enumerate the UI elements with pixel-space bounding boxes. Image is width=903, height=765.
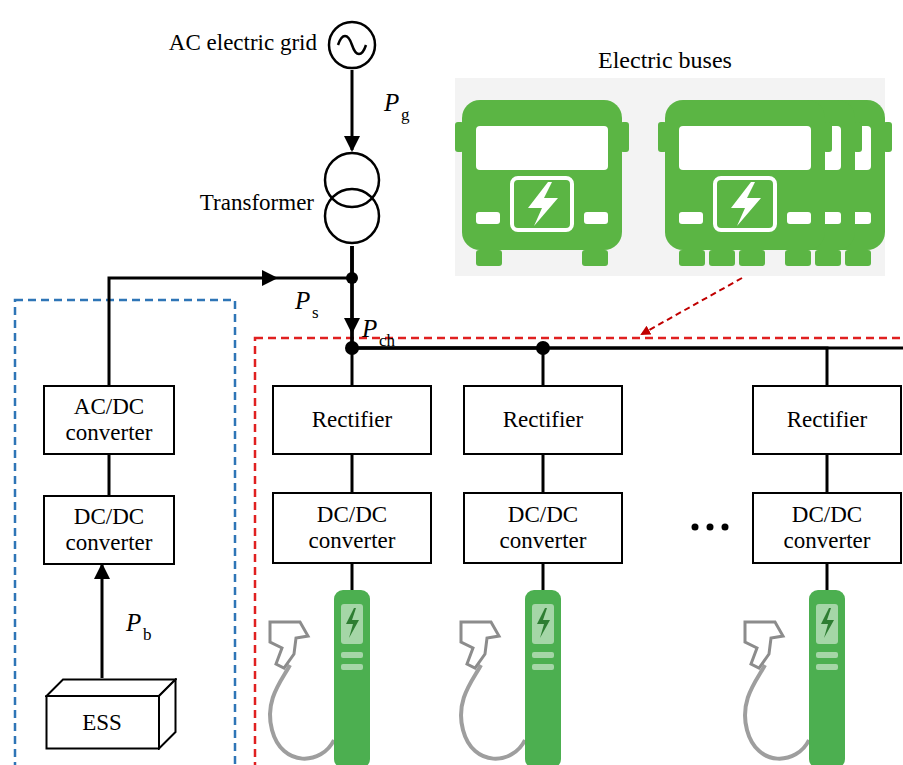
- node-label: Rectifier: [503, 407, 583, 433]
- converter-box: DC/DC converter: [43, 495, 175, 565]
- node-label: DC/DC converter: [473, 502, 613, 555]
- power-symbol: P: [126, 610, 141, 635]
- power-line: [352, 246, 543, 385]
- power-line: [351, 70, 354, 150]
- power-line: [542, 455, 545, 492]
- power-line: [108, 455, 111, 495]
- power-subscript: b: [143, 626, 152, 643]
- power-line: [101, 565, 104, 678]
- node-label: Rectifier: [787, 407, 867, 433]
- node-label: DC/DC converter: [282, 502, 422, 555]
- power-line: [826, 455, 829, 492]
- converter-box: Rectifier: [752, 385, 902, 455]
- node-label: Transformer: [200, 190, 314, 216]
- node-label: ESS: [82, 710, 122, 736]
- power-line: [109, 246, 352, 385]
- transformer-symbol: Transformer: [322, 150, 382, 246]
- converter-box: DC/DC converter: [272, 492, 432, 564]
- source-circle: [327, 20, 377, 70]
- ac-source-symbol: AC electric grid: [327, 20, 377, 70]
- transformer-coils: [322, 150, 382, 246]
- converter-box: AC/DC converter: [43, 385, 175, 455]
- converter-box: DC/DC converter: [463, 492, 623, 564]
- node-label: DC/DC converter: [762, 502, 892, 555]
- power-subscript: s: [312, 304, 319, 321]
- node-label: Rectifier: [312, 407, 392, 433]
- power-subscript: ch: [379, 332, 395, 349]
- figure-label: Electric buses: [598, 48, 732, 72]
- power-subscript: g: [401, 106, 410, 123]
- storage-block: ESS: [45, 678, 177, 750]
- converter-box: Rectifier: [463, 385, 623, 455]
- power-line: [351, 455, 354, 492]
- power-symbol: P: [362, 316, 377, 341]
- node-label: AC/DC converter: [53, 394, 165, 447]
- converter-box: DC/DC converter: [752, 492, 902, 564]
- power-line: [352, 246, 827, 385]
- node-label: AC electric grid: [169, 30, 317, 56]
- node-label: DC/DC converter: [53, 504, 165, 557]
- power-symbol: P: [384, 90, 399, 115]
- converter-box: Rectifier: [272, 385, 432, 455]
- power-symbol: P: [295, 288, 310, 313]
